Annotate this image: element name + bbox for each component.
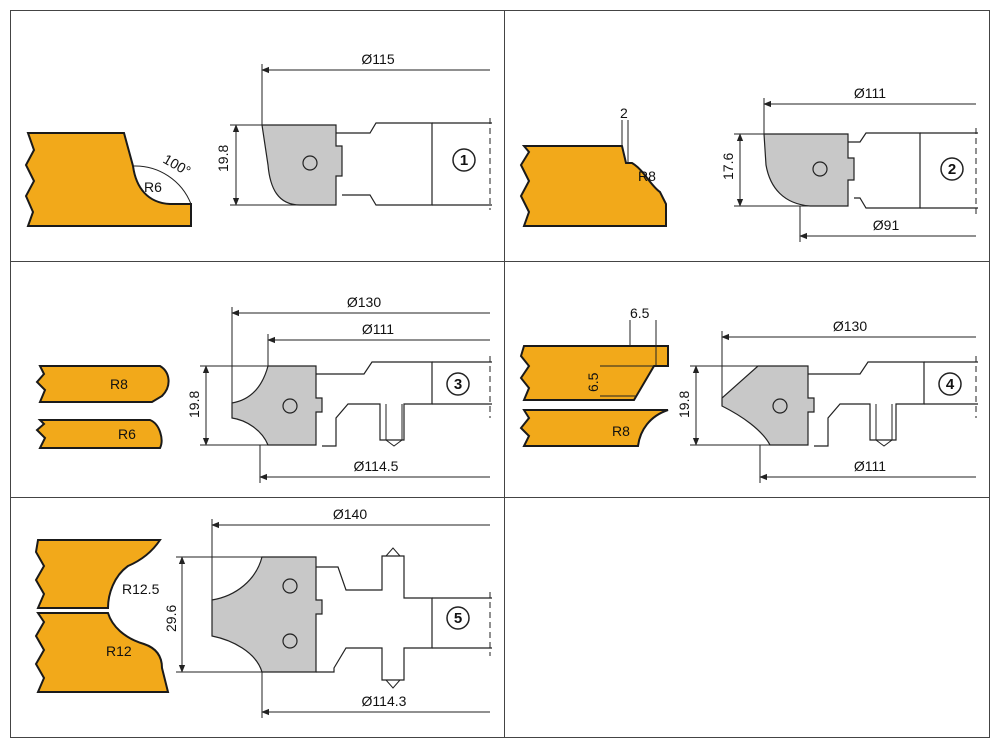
panel-4-height-dim: 19.8 — [676, 391, 692, 418]
panel-3-radius-a: R8 — [110, 376, 128, 392]
panel-3: R8 R6 3 Ø130 Ø111 Ø114.5 19.8 — [35, 294, 492, 483]
panel-3-diameter-inner: Ø111 — [362, 321, 394, 337]
panel-3-height-dim: 19.8 — [186, 391, 202, 418]
panel-5-workpiece-upper — [34, 539, 162, 609]
panel-1-radius-label: R6 — [144, 179, 162, 195]
panel-2-workpiece-profile — [519, 145, 667, 227]
panel-5: R12.5 R12 5 Ø140 Ø114.3 29.6 — [34, 506, 492, 718]
panel-2-height-dim: 17.6 — [720, 153, 736, 180]
drawing-frame — [10, 10, 990, 738]
panel-4-diameter-top: Ø130 — [833, 318, 867, 334]
panel-1-knife-hole — [302, 155, 318, 171]
panel-2-diameter-top: Ø111 — [854, 85, 886, 101]
panel-5-radius-b: R12 — [106, 643, 132, 659]
panel-1-workpiece-profile — [24, 132, 192, 227]
divider-row-2 — [10, 497, 990, 498]
panel-5-knife-hole-top — [282, 578, 298, 594]
panel-4-diameter-bottom: Ø111 — [854, 458, 886, 474]
panel-3-diameter-top: Ø130 — [347, 294, 381, 310]
panel-5-tool-number: 5 — [454, 610, 462, 627]
panel-3-knife-hole — [282, 398, 298, 414]
panel-5-workpiece-lower — [34, 612, 170, 693]
panel-4-knife — [721, 365, 815, 446]
panel-2-step-dim: 2 — [620, 105, 628, 121]
panel-5-knife — [211, 556, 323, 673]
panel-4-knife-hole — [772, 398, 788, 414]
panel-1-knife — [261, 124, 343, 206]
panel-5-height-dim: 29.6 — [163, 605, 179, 632]
panel-4-chamfer-h: 6.5 — [630, 305, 650, 321]
panel-4-workpiece-upper — [519, 345, 669, 401]
panel-5-diameter-bottom: Ø114.3 — [362, 693, 407, 709]
panel-3-workpiece-upper — [35, 365, 170, 403]
panel-4-tool-number: 4 — [946, 376, 955, 393]
panel-1-diameter-top: Ø115 — [361, 51, 394, 67]
panel-2: 2 R8 2 Ø111 Ø91 17.6 — [519, 85, 978, 242]
panel-3-diameter-bottom: Ø114.5 — [354, 458, 399, 474]
panel-2-tool-number: 2 — [948, 161, 956, 178]
panel-5-knife-hole-bottom — [282, 633, 298, 649]
panel-3-workpiece-lower — [35, 419, 163, 449]
panel-4-workpiece-lower — [519, 409, 669, 447]
panel-1-height-dim: 19.8 — [215, 145, 231, 172]
panel-1-angle-label: 100° — [161, 151, 194, 179]
panel-3-radius-b: R6 — [118, 426, 136, 442]
panel-2-radius-label: R8 — [638, 168, 656, 184]
divider-row-1 — [10, 261, 990, 262]
panel-4: 6.5 6.5 R8 4 Ø130 Ø111 19.8 — [519, 305, 978, 483]
panel-2-diameter-bottom: Ø91 — [873, 217, 900, 233]
panel-1: 100° R6 1 Ø115 19.8 — [24, 51, 492, 227]
panel-4-radius-label: R8 — [612, 423, 630, 439]
panel-2-knife-hole — [812, 161, 828, 177]
divider-vertical — [504, 10, 505, 738]
panel-5-radius-a: R12.5 — [122, 581, 160, 597]
panel-4-chamfer-v: 6.5 — [585, 372, 601, 392]
panel-3-knife — [231, 365, 323, 446]
panel-3-tool-number: 3 — [454, 376, 462, 393]
panel-5-diameter-top: Ø140 — [333, 506, 367, 522]
panel-1-tool-number: 1 — [460, 152, 468, 169]
panel-2-knife — [763, 133, 855, 207]
